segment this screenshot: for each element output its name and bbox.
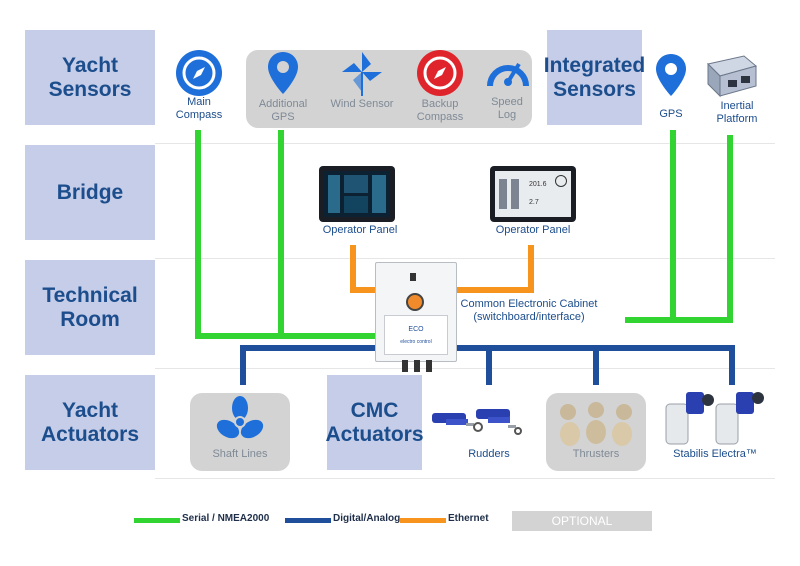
row-divider <box>155 368 775 369</box>
ethernet-wire <box>455 287 534 293</box>
map-pin-icon <box>654 52 688 103</box>
row-label-technical-room: Technical Room <box>25 260 155 355</box>
legend-serial-text: Serial / NMEA2000 <box>182 513 270 524</box>
cabinet-logo: ECO <box>408 326 424 333</box>
main-compass-label: Main Compass <box>175 96 223 121</box>
legend-optional: OPTIONAL <box>512 511 652 531</box>
panel-value-bottom: 2.7 <box>529 199 539 206</box>
ethernet-wire <box>528 245 534 293</box>
gps-label: GPS <box>659 108 683 120</box>
rudder-actuator <box>428 405 522 450</box>
panel-value-top: 201.6 <box>529 181 547 188</box>
operator-panel-left[interactable] <box>319 166 395 222</box>
serial-wire <box>278 130 284 339</box>
legend-ethernet-line <box>400 518 446 523</box>
integrated-sensors-label: Integrated Sensors <box>544 30 645 125</box>
thrusters-label: Thrusters <box>572 448 620 460</box>
cabinet-label: Common Electronic Cabinet (switchboard/i… <box>460 298 598 323</box>
digital-wire <box>729 345 735 385</box>
shaft-lines-label: Shaft Lines <box>212 448 268 460</box>
operator-panel-right-label: Operator Panel <box>495 224 571 236</box>
digital-wire <box>240 345 375 351</box>
row-divider <box>155 478 775 479</box>
stabilis-label: Stabilis Electra™ <box>673 448 757 460</box>
serial-wire <box>625 317 733 323</box>
compass-icon <box>176 50 222 96</box>
map-pin-icon <box>266 50 300 101</box>
panel-screen <box>324 171 390 217</box>
ethernet-wire <box>350 287 378 293</box>
inertial-platform-label: Inertial Platform <box>716 100 758 125</box>
row-label-yacht-sensors: Yacht Sensors <box>25 30 155 125</box>
stabilizer-actuator <box>660 388 770 455</box>
cmc-actuators-label: CMC Actuators <box>325 375 424 470</box>
speedometer-icon <box>485 52 531 97</box>
row-divider <box>155 143 775 144</box>
serial-wire <box>670 130 676 322</box>
legend-ethernet-text: Ethernet <box>448 513 489 524</box>
pinwheel-icon <box>340 50 384 101</box>
ethernet-wire <box>350 245 356 293</box>
legend-digital-line <box>285 518 331 523</box>
digital-wire <box>593 345 599 385</box>
propeller-icon <box>214 395 266 452</box>
row-label-bridge: Bridge <box>25 145 155 240</box>
additional-gps-label: Additional GPS <box>258 98 308 123</box>
cabinet-brand: electro control <box>400 339 432 345</box>
thruster-actuator <box>554 400 640 455</box>
speed-log-label: Speed Log <box>491 96 523 121</box>
backup-compass-label: Backup Compass <box>416 98 464 123</box>
legend-serial-line <box>134 518 180 523</box>
compass-icon <box>417 50 463 96</box>
serial-wire <box>195 130 201 339</box>
digital-wire <box>240 345 246 385</box>
cabinet-connectors <box>400 360 436 374</box>
serial-wire <box>195 333 375 339</box>
operator-panel-left-label: Operator Panel <box>322 224 398 236</box>
serial-wire <box>727 135 733 322</box>
row-label-yacht-actuators: Yacht Actuators <box>25 375 155 470</box>
rudders-label: Rudders <box>468 448 510 460</box>
wind-sensor-label: Wind Sensor <box>330 98 394 110</box>
panel-screen: 201.6 2.7 <box>495 171 571 217</box>
electronic-cabinet[interactable]: ECO electro control <box>375 262 457 362</box>
row-divider <box>155 258 775 259</box>
legend-digital-text: Digital/Analog <box>333 513 401 524</box>
cabinet-panel: ECO electro control <box>384 315 448 355</box>
digital-wire <box>486 345 492 385</box>
inertial-unit-icon <box>702 50 760 105</box>
operator-panel-right[interactable]: 201.6 2.7 <box>490 166 576 222</box>
legend-optional-text: OPTIONAL <box>551 514 613 528</box>
